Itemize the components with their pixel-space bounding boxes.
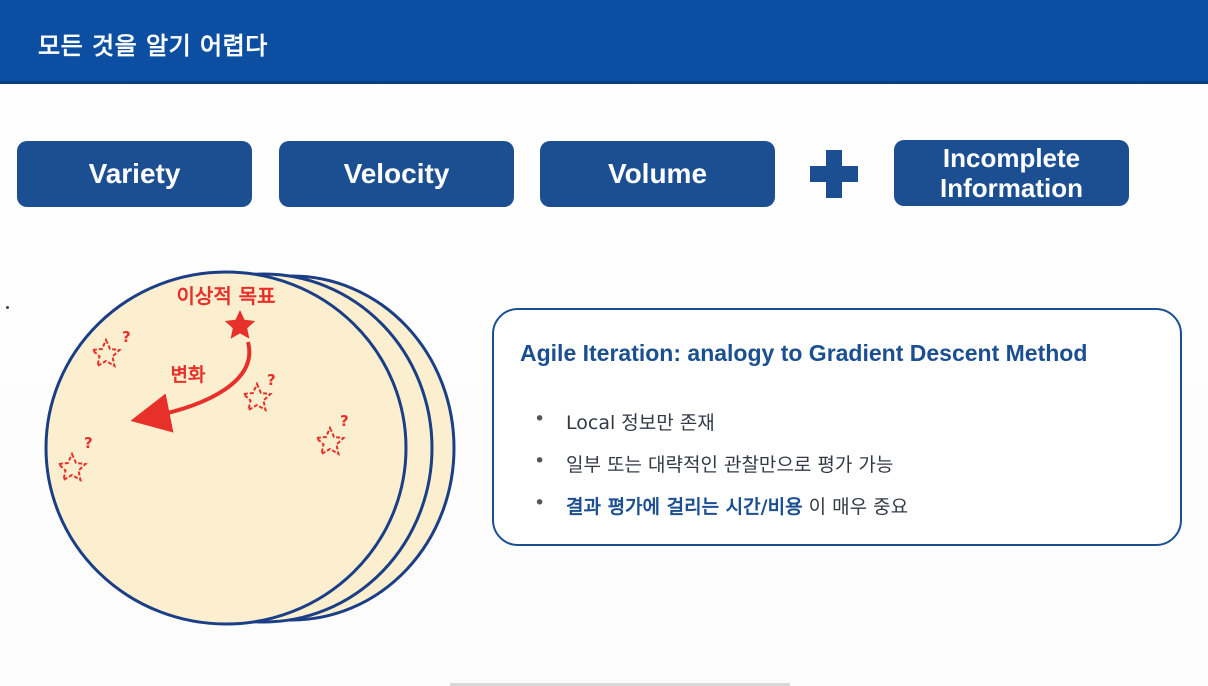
bullet-text: Local 정보만 존재: [566, 412, 715, 434]
svg-text:?: ?: [267, 371, 276, 389]
svg-text:?: ?: [122, 328, 131, 346]
concept-volume: Volume: [540, 141, 775, 207]
search-space-diagram: 이상적 목표 변화 ? ? ? ?: [44, 270, 456, 626]
unknown-star-icon: ?: [241, 371, 276, 413]
bullet-list: • Local 정보만 존재 • 일부 또는 대략적인 관찰만으로 평가 가능 …: [534, 408, 908, 534]
concept-variety: Variety: [17, 141, 252, 207]
bullet-emphasis: 결과 평가에 걸리는 시간/비용: [566, 496, 803, 518]
svg-text:?: ?: [84, 434, 93, 452]
concept-label: Volume: [607, 158, 708, 189]
unknown-star-icon: ?: [314, 412, 349, 457]
front-disc: [44, 270, 408, 626]
info-title: Agile Iteration: analogy to Gradient Des…: [520, 340, 1088, 366]
divider: [450, 683, 790, 686]
stray-dot: [6, 306, 9, 309]
goal-star-icon: [224, 310, 256, 339]
goal-label: 이상적 목표: [177, 284, 276, 308]
concept-label-line1: Incomplete: [942, 143, 1081, 173]
change-label: 변화: [171, 364, 206, 386]
slide-title: 모든 것을 알기 어렵다: [38, 32, 268, 60]
bullet-dot: •: [534, 492, 546, 514]
list-item: • 결과 평가에 걸리는 시간/비용 이 매우 중요: [534, 492, 908, 534]
plus-icon: [810, 150, 858, 198]
change-arrow: [130, 341, 252, 433]
unknown-star-icon: ?: [56, 434, 93, 483]
list-item: • Local 정보만 존재: [534, 408, 908, 450]
concept-velocity: Velocity: [279, 141, 514, 207]
list-item: • 일부 또는 대략적인 관찰만으로 평가 가능: [534, 450, 908, 492]
bullet-dot: •: [534, 450, 546, 472]
bullet-text: 일부 또는 대략적인 관찰만으로 평가 가능: [566, 454, 894, 476]
bullet-dot: •: [534, 408, 546, 430]
agile-iteration-box: Agile Iteration: analogy to Gradient Des…: [492, 308, 1182, 546]
concept-incomplete-information: Incomplete Information: [894, 140, 1129, 206]
concept-label: Velocity: [343, 158, 450, 189]
concept-label-line2: Information: [940, 173, 1083, 203]
svg-text:?: ?: [340, 412, 349, 430]
unknown-star-icon: ?: [90, 328, 131, 369]
concept-label: Variety: [88, 158, 181, 189]
title-bar: 모든 것을 알기 어렵다: [0, 0, 1208, 84]
bullet-text: 이 매우 중요: [802, 496, 909, 518]
